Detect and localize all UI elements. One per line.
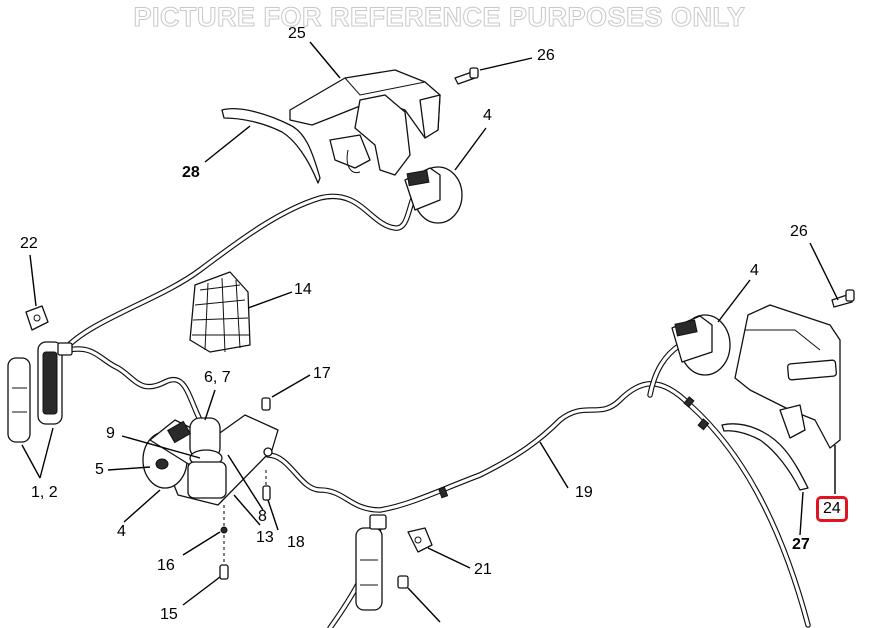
clip-22: [25, 305, 49, 331]
clip-23: [397, 575, 409, 589]
callout-26-right: 26: [790, 223, 808, 240]
callout-18: 18: [287, 534, 305, 551]
fender-bracket-right: [734, 304, 841, 449]
callout-19: 19: [575, 484, 593, 501]
marker-lamp-top: [404, 166, 463, 224]
tie-strap-top: [221, 108, 321, 184]
marker-lamp-right: [671, 314, 731, 376]
callout-6-7: 6, 7: [204, 369, 231, 386]
lamp-bracket-assembly: [142, 414, 279, 506]
callout-13: 13: [256, 529, 274, 546]
callout-22: 22: [20, 235, 38, 252]
screw-right: [831, 289, 855, 308]
callout-28: 28: [182, 164, 200, 181]
fasteners-15-16: [219, 505, 229, 580]
clip-21: [407, 527, 433, 553]
callout-15: 15: [160, 606, 178, 623]
screw-18: [262, 470, 271, 501]
leader-lines: [21, 41, 839, 623]
callout-25: 25: [288, 25, 306, 42]
callout-4-top: 4: [483, 107, 492, 124]
callout-21: 21: [474, 561, 492, 578]
callout-26-top: 26: [537, 47, 555, 64]
callout-8: 8: [258, 508, 267, 525]
callout-16: 16: [157, 557, 175, 574]
tie-strap-right: [721, 423, 809, 491]
screw-17: [261, 397, 271, 411]
callout-1-2: 1, 2: [31, 484, 58, 501]
callout-5: 5: [95, 461, 104, 478]
side-lamp-center: [355, 514, 387, 611]
callout-27: 27: [792, 536, 810, 553]
wire-harness: [61, 187, 811, 628]
lamp-guard-cage: [189, 271, 251, 353]
fender-bracket-top: [289, 69, 441, 176]
callout-17: 17: [313, 365, 331, 382]
callout-4-left: 4: [117, 523, 126, 540]
callout-4-right: 4: [750, 262, 759, 279]
screw-top: [454, 67, 479, 85]
callout-14: 14: [294, 281, 312, 298]
callout-9: 9: [106, 425, 115, 442]
callout-24-highlighted[interactable]: 24: [816, 496, 848, 522]
side-lamp-left: [7, 341, 73, 443]
